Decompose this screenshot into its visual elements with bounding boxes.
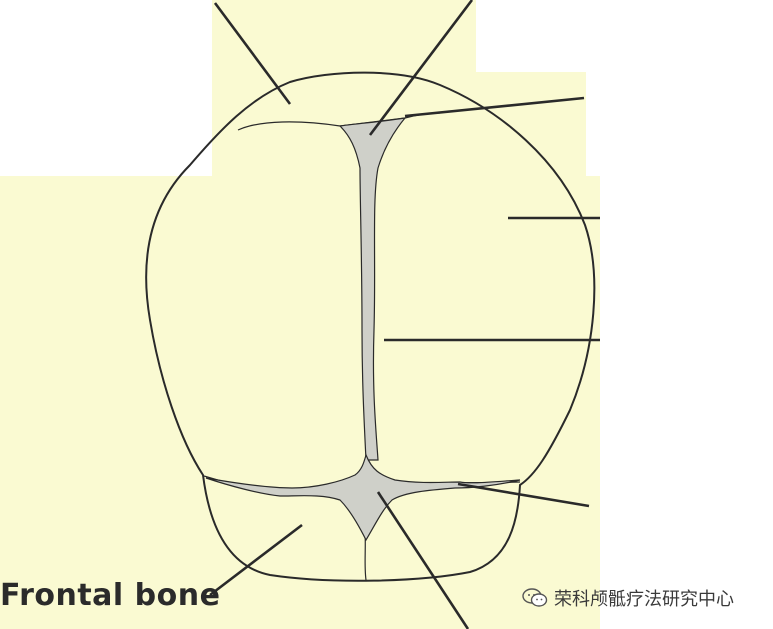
- skull-outline: [145, 71, 596, 582]
- watermark: 荣科颅骶疗法研究中心: [522, 585, 734, 611]
- anterior-fontanelle: [205, 453, 521, 542]
- leader-line-lambdoid: [404, 96, 585, 118]
- leader-line-coronal: [457, 482, 590, 508]
- leader-line-anterior-fontanelle: [376, 491, 470, 629]
- watermark-text: 荣科颅骶疗法研究中心: [554, 589, 734, 610]
- wechat-icon: [522, 588, 548, 607]
- main-panel: [0, 176, 600, 629]
- upper-panel: [212, 0, 476, 180]
- leader-lines: [209, 0, 600, 629]
- leader-line-frontal: [209, 523, 303, 597]
- frontal-bone-label: Frontal bone: [0, 578, 221, 613]
- upper-right-panel: [476, 72, 586, 180]
- leader-line-occipital: [213, 2, 292, 105]
- leader-line-posterior-fontanelle: [368, 0, 474, 136]
- posterior-fontanelle: [338, 117, 407, 461]
